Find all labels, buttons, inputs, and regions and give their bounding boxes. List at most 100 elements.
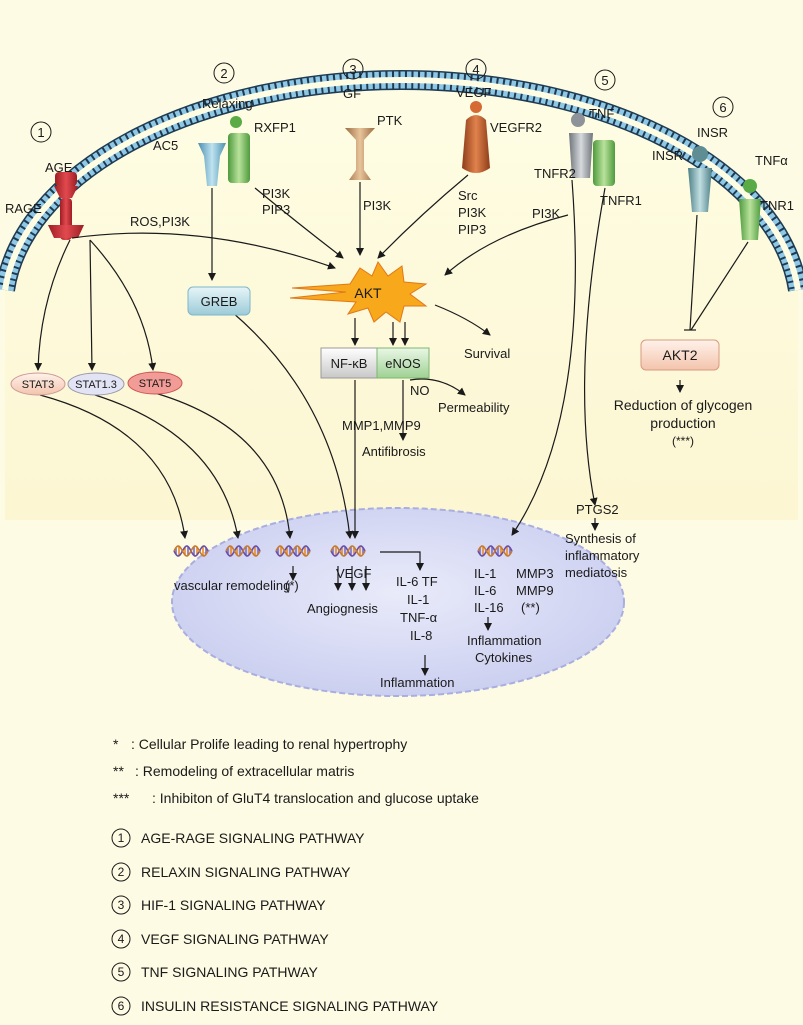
tnfr1-receptor — [593, 140, 615, 186]
footnote-sym-2: ** — [113, 763, 124, 779]
svg-text:4: 4 — [472, 62, 479, 77]
enos-box: eNOS — [376, 347, 430, 379]
svg-text:1: 1 — [118, 831, 125, 845]
edge-labels: ROS,PI3K PI3K PIP3 PI3K Src PI3K PIP3 PI… — [130, 186, 561, 237]
svg-text:STAT5: STAT5 — [139, 378, 172, 390]
mmp3-label: MMP3 — [516, 566, 554, 581]
inflammation-cytokines-label-2: Cytokines — [475, 650, 533, 665]
svg-text:2: 2 — [220, 66, 227, 81]
svg-text:STAT1.3: STAT1.3 — [75, 379, 117, 391]
arrow-akt-survival — [434, 304, 491, 336]
nucleus-labels: vascular remodeling (*) VEGF Angiognesis… — [174, 502, 640, 690]
vegf-gene-label: VEGF — [336, 566, 371, 581]
label-vegfr2: VEGFR2 — [490, 120, 542, 135]
label-tnfr1: TNFR1 — [600, 193, 642, 208]
pathway-marker-6: 6 — [712, 96, 734, 118]
angiogenesis-label: Angiognesis — [307, 601, 378, 616]
no-label: NO — [410, 383, 430, 398]
label-pip3-c: PIP3 — [458, 222, 486, 237]
double-star-label: (**) — [521, 600, 540, 615]
dna-helix-1 — [173, 545, 209, 557]
pathway-legend: 1 AGE-RAGE SIGNALING PATHWAY 2 RELAXIN S… — [111, 828, 439, 1016]
label-age: AGE — [45, 160, 73, 175]
pathway-marker-4: 4 — [465, 58, 487, 80]
label-tnfa: TNFα — [755, 153, 788, 168]
svg-text:3: 3 — [349, 62, 356, 77]
svg-text:AKT2: AKT2 — [662, 347, 697, 363]
inhibit-tnr1-akt2 — [690, 241, 749, 331]
legend-item-5: 5 TNF SIGNALING PATHWAY — [111, 962, 318, 982]
il8-label: IL-8 — [410, 628, 432, 643]
glycogen-label-1: Reduction of glycogen — [614, 397, 753, 413]
rage-receptor — [48, 172, 84, 240]
inflammation-label: Inflammation — [380, 675, 454, 690]
footnotes: * : Cellular Prolife leading to renal hy… — [113, 736, 479, 806]
antifibrosis-label: Antifibrosis — [362, 444, 426, 459]
dna-helix-4 — [330, 545, 366, 557]
tnfr2-receptor — [569, 113, 593, 178]
label-tnfr2: TNFR2 — [534, 166, 576, 181]
arrow-rage-stat5 — [89, 239, 157, 371]
il16-label: IL-16 — [474, 600, 504, 615]
label-rage: RAGE — [5, 201, 42, 216]
label-gf: GF — [343, 86, 361, 101]
arrow-rage-stat13 — [87, 239, 96, 371]
pathway-marker-1: 1 — [30, 121, 52, 143]
star-label: (*) — [285, 578, 299, 593]
ptgs2-label: PTGS2 — [576, 502, 619, 517]
permeability-label: Permeability — [438, 400, 510, 415]
footnote-text-1: : Cellular Prolife leading to renal hype… — [131, 736, 407, 752]
greb-box: GREB — [187, 286, 251, 316]
svg-text:2: 2 — [118, 865, 125, 879]
svg-text:GREB: GREB — [201, 294, 238, 309]
legend-item-2: 2 RELAXIN SIGNALING PATHWAY — [111, 862, 351, 882]
svg-text:4: 4 — [118, 932, 125, 946]
inflammation-cytokines-label-1: Inflammation — [467, 633, 541, 648]
il1b-label: IL-1 — [474, 566, 496, 581]
glycogen-label-3: (***) — [672, 434, 694, 448]
arrow-tnfr2-akt — [444, 214, 569, 276]
arrow-vegfr2-akt — [377, 174, 469, 259]
arrow-vegf-il6 — [380, 551, 424, 571]
label-ros-pi3k: ROS,PI3K — [130, 214, 190, 229]
glycogen-label-2: production — [650, 415, 715, 431]
svg-text:HIF-1 SIGNALING PATHWAY: HIF-1 SIGNALING PATHWAY — [141, 897, 326, 913]
vascular-remodeling-label: vascular remodeling — [174, 578, 290, 593]
svg-text:eNOS: eNOS — [385, 356, 421, 371]
arrow-tnfr1-ptgs2 — [584, 187, 606, 506]
stat5-node: STAT5 — [127, 371, 183, 395]
label-insr-ligand: INSR — [697, 125, 728, 140]
label-pi3k-b: PI3K — [363, 198, 392, 213]
label-insr: INSR — [652, 148, 683, 163]
arrow-stat5-dna — [154, 392, 294, 539]
arrow-stat3-dna — [39, 394, 188, 539]
label-rxfp1: RXFP1 — [254, 120, 296, 135]
svg-text:6: 6 — [719, 100, 726, 115]
tnr1-receptor — [739, 179, 761, 240]
svg-text:6: 6 — [118, 999, 125, 1013]
stat3-node: STAT3 — [10, 372, 66, 396]
vegfr2-receptor — [462, 101, 490, 173]
nfkb-box: NF-κB — [320, 347, 378, 379]
stat13-node: STAT1.3 — [67, 372, 125, 396]
arrow-enos-permeability — [409, 378, 466, 396]
synthesis-label-2: inflammatory — [565, 548, 640, 563]
inhibit-insr-akt2 — [689, 214, 698, 331]
arrow-greb-dna — [231, 311, 354, 539]
pathway-marker-3: 3 — [342, 58, 364, 80]
label-relaxing: Relaxing — [202, 96, 253, 111]
label-tnr1: TNR1 — [760, 198, 794, 213]
mmp9-label: MMP9 — [516, 583, 554, 598]
tnfa-gene-label: TNF-α — [400, 610, 438, 625]
synthesis-label-1: Synthesis of — [565, 531, 636, 546]
legend-item-1: 1 AGE-RAGE SIGNALING PATHWAY — [111, 828, 365, 848]
insr-receptor — [688, 146, 712, 212]
arrow-tnfr2-dna — [511, 179, 576, 536]
dna-helix-2 — [225, 545, 261, 557]
label-ac5: AC5 — [153, 138, 178, 153]
mmp-label: MMP1,MMP9 — [342, 418, 421, 433]
svg-text:TNF SIGNALING PATHWAY: TNF SIGNALING PATHWAY — [141, 964, 318, 980]
akt2-box: AKT2 — [640, 339, 720, 371]
